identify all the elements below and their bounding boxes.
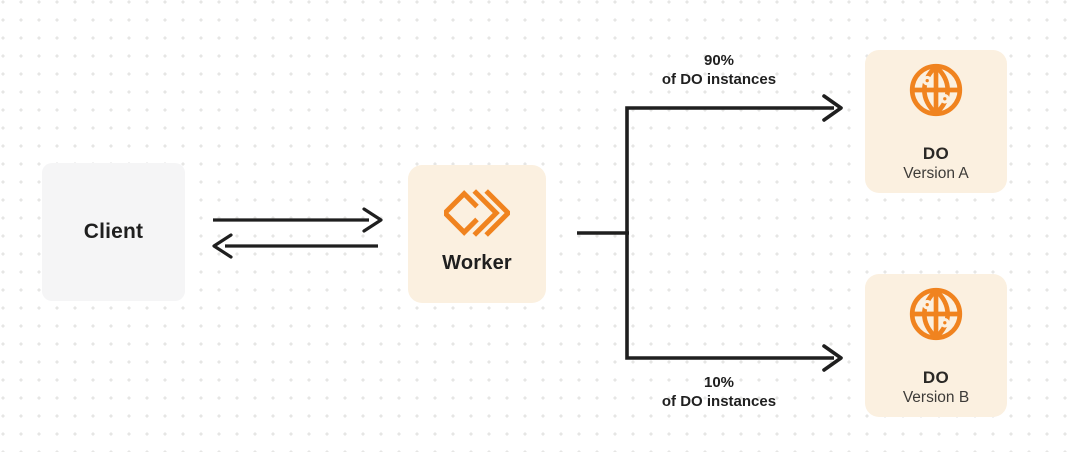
do-b-title: DO: [922, 368, 950, 387]
globe-icon: [909, 287, 963, 341]
route-b-label: 10% of DO instances: [599, 373, 839, 411]
route-b-caption: of DO instances: [661, 393, 777, 410]
route-a-caption: of DO instances: [661, 71, 777, 88]
worker-node: Worker: [408, 165, 546, 303]
workers-chevron-icon: [444, 189, 510, 237]
route-a-percent: 90%: [703, 52, 735, 69]
split-branch-lines: [625, 106, 834, 360]
do-a-subtitle: Version A: [903, 165, 969, 182]
client-to-worker-arrow: [213, 207, 383, 233]
branch-b-arrowhead: [822, 344, 843, 372]
worker-label: Worker: [442, 252, 512, 274]
branch-a-arrowhead: [822, 94, 843, 122]
do-b-subtitle: Version B: [902, 389, 970, 406]
globe-icon: [909, 63, 963, 117]
client-node: Client: [42, 163, 185, 301]
route-a-label: 90% of DO instances: [599, 51, 839, 89]
client-label: Client: [83, 220, 144, 243]
route-b-percent: 10%: [703, 374, 735, 391]
do-version-a-node: DO Version A: [865, 50, 1007, 193]
do-a-title: DO: [922, 144, 950, 163]
worker-to-client-arrow: [212, 233, 378, 259]
do-version-b-node: DO Version B: [865, 274, 1007, 417]
